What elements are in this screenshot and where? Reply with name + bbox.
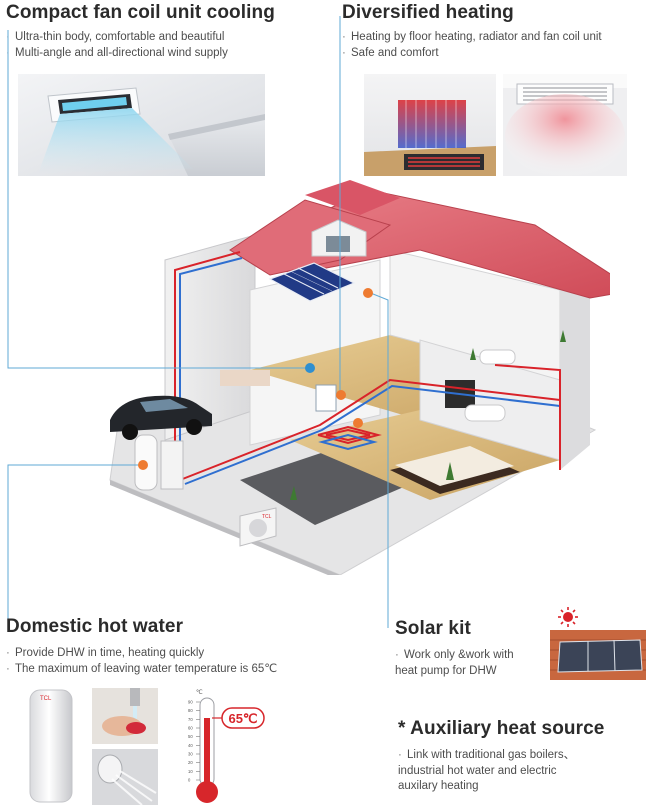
fan-coil-dot-marker bbox=[305, 363, 315, 373]
dhw-title: Domestic hot water bbox=[6, 616, 184, 637]
shower-photo bbox=[92, 749, 158, 805]
thermometer-tick-label: 80 bbox=[188, 708, 193, 713]
thermometer-tick-label: 90 bbox=[188, 700, 193, 705]
sun-icon bbox=[558, 607, 578, 627]
svg-text:TCL: TCL bbox=[262, 514, 272, 520]
fan-cooling-bullet: Multi-angle and all-directional wind sup… bbox=[6, 46, 275, 62]
radiator-room-photo bbox=[364, 74, 496, 176]
thermometer-tick-label: 70 bbox=[188, 717, 193, 722]
thermometer-tick-label: 0 bbox=[188, 778, 191, 783]
thermometer-fill bbox=[204, 718, 210, 792]
thermometer-unit: ℃ bbox=[196, 690, 203, 696]
water-tank-photo: TCL bbox=[29, 689, 73, 803]
heating-bullet: Heating by floor heating, radiator and f… bbox=[342, 30, 602, 46]
fan-coil-ceiling-photo bbox=[18, 74, 265, 176]
dhw-bullets: Provide DHW in time, heating quickly The… bbox=[6, 646, 277, 677]
dhw-section: Domestic hot water Provide DHW in time, … bbox=[6, 616, 277, 677]
thermometer-ticks: 90 80 70 60 50 40 30 20 10 0 bbox=[188, 700, 200, 783]
solar-bullet: Work only &work with heat pump for DHW bbox=[395, 648, 525, 679]
heating-dot-marker bbox=[336, 390, 346, 400]
heating-dot-marker bbox=[353, 418, 363, 428]
heating-bullet: Safe and comfort bbox=[342, 46, 602, 62]
heating-title: Diversified heating bbox=[342, 2, 514, 23]
fan-coil-heating-photo bbox=[503, 74, 627, 176]
fan-cooling-title: Compact fan coil unit cooling bbox=[6, 2, 275, 23]
solar-panel-photo bbox=[550, 607, 646, 680]
solar-dot-marker bbox=[363, 288, 373, 298]
thermometer-graphic: ℃ 90 80 70 60 50 40 30 20 10 0 65℃ bbox=[188, 690, 265, 803]
heating-section: Diversified heating Heating by floor hea… bbox=[342, 2, 602, 61]
dhw-bullet: Provide DHW in time, heating quickly bbox=[6, 646, 277, 662]
radiator-icon bbox=[398, 100, 466, 148]
aux-section: * Auxiliary heat source Link with tradit… bbox=[398, 718, 604, 795]
thermometer-tick-label: 30 bbox=[188, 752, 193, 757]
aux-bullet: Link with traditional gas boilers、indust… bbox=[398, 748, 588, 795]
thermometer-tick-label: 60 bbox=[188, 726, 193, 731]
thermometer-reading: 65℃ bbox=[228, 711, 257, 726]
car-icon bbox=[110, 395, 212, 440]
solar-title: Solar kit bbox=[395, 618, 471, 639]
svg-text:TCL: TCL bbox=[40, 696, 52, 702]
solar-section: Solar kit Work only &work with heat pump… bbox=[395, 618, 525, 679]
thermometer-tick-label: 40 bbox=[188, 743, 193, 748]
aux-bullets: Link with traditional gas boilers、indust… bbox=[398, 748, 588, 795]
aux-title: * Auxiliary heat source bbox=[398, 718, 605, 739]
house-illustration: TCL bbox=[109, 180, 610, 575]
thermometer-tick-label: 10 bbox=[188, 769, 193, 774]
dhw-bullet: The maximum of leaving water temperature… bbox=[6, 662, 277, 678]
fan-cooling-section: Compact fan coil unit cooling Ultra-thin… bbox=[6, 2, 275, 61]
fan-cooling-bullets: Ultra-thin body, comfortable and beautif… bbox=[6, 30, 275, 61]
heating-bullets: Heating by floor heating, radiator and f… bbox=[342, 30, 602, 61]
hand-washing-photo bbox=[92, 688, 158, 744]
outdoor-ac-unit: TCL bbox=[239, 507, 277, 547]
dhw-dot-marker bbox=[138, 460, 148, 470]
thermometer-tick-label: 50 bbox=[188, 734, 193, 739]
thermometer-tick-label: 20 bbox=[188, 760, 193, 765]
solar-bullets: Work only &work with heat pump for DHW bbox=[395, 648, 525, 679]
fan-cooling-bullet: Ultra-thin body, comfortable and beautif… bbox=[6, 30, 275, 46]
